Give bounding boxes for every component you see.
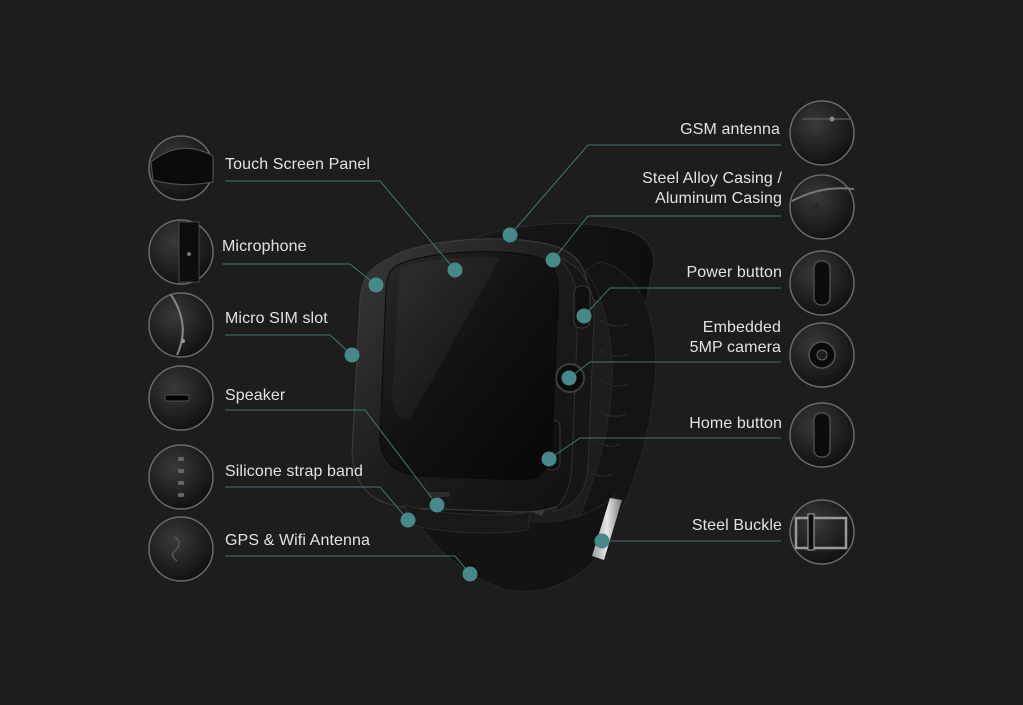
label-touch-screen-panel: Touch Screen Panel [225, 156, 371, 173]
leader-line-micro-sim [225, 334, 353, 356]
leader-line-gsm-antenna [509, 144, 781, 236]
thumbnail-circle [789, 100, 855, 166]
thumbnail-circle [789, 174, 855, 240]
feature-thumbnails [148, 100, 855, 582]
thumbnail-left-1 [148, 219, 214, 285]
thumbnail-circle [148, 444, 214, 510]
leader-line-microphone [222, 263, 377, 286]
label-steel-alloy-casing: Steel Alloy Casing / [642, 170, 782, 187]
label-embedded: Embedded [702, 319, 781, 336]
thumbnail-left-2 [148, 292, 214, 358]
label-microphone: Microphone [222, 238, 307, 255]
leader-line-touch-screen [225, 180, 456, 271]
callout-dot-buckle [594, 533, 610, 549]
speaker-grille [428, 492, 450, 497]
callout-dot-casing [545, 252, 561, 268]
speaker-icon [164, 394, 190, 402]
leader-line-home-button [548, 437, 781, 460]
camera-icon [808, 341, 836, 369]
microphone-icon [178, 221, 200, 283]
thumbnail-right-1 [789, 174, 855, 240]
callout-dot-strap-band [400, 512, 416, 528]
label-micro-sim-slot: Micro SIM slot [225, 310, 328, 327]
thumbnail-right-3 [789, 322, 855, 388]
callout-dot-gps-wifi [462, 566, 478, 582]
thumbnail-left-4 [148, 444, 214, 510]
screen-glare [392, 257, 500, 420]
label-5mp-camera: 5MP camera [689, 339, 781, 356]
sim-slot-icon [170, 294, 185, 356]
label-silicone-strap-band: Silicone strap band [225, 463, 363, 480]
thumbnail-circle [789, 499, 855, 565]
thumbnail-left-5 [148, 516, 214, 582]
label-power-button: Power button [686, 264, 782, 281]
callout-dots [344, 227, 610, 582]
leader-line-casing [552, 215, 781, 261]
label-aluminum-casing: Aluminum Casing [655, 190, 782, 207]
leader-lines [222, 144, 781, 575]
label-gsm-antenna: GSM antenna [680, 121, 780, 138]
watch-screen [379, 251, 559, 481]
thumbnail-right-4 [789, 402, 855, 468]
leader-line-speaker [225, 409, 438, 506]
home-button-icon [813, 412, 831, 458]
leader-line-power-button [583, 287, 781, 317]
screen-panel-icon [150, 147, 214, 186]
thumbnail-circle [148, 516, 214, 582]
label-steel-buckle: Steel Buckle [691, 517, 782, 534]
antenna-icon [171, 536, 180, 562]
gsm-antenna-icon [802, 116, 852, 122]
callout-dot-power-button [576, 308, 592, 324]
thumbnail-right-2 [789, 250, 855, 316]
callout-dot-home-button [541, 451, 557, 467]
callout-dot-micro-sim [344, 347, 360, 363]
thumbnail-left-0 [148, 135, 214, 201]
strap-band-icon [178, 457, 184, 497]
smartwatch-illustration [351, 223, 657, 592]
callout-dot-camera [561, 370, 577, 386]
callout-dot-speaker [429, 497, 445, 513]
thumbnail-left-3 [148, 365, 214, 431]
leader-line-camera [568, 361, 781, 379]
callout-dot-touch-screen [447, 262, 463, 278]
casing-icon [791, 187, 855, 215]
thumbnail-right-5 [789, 499, 855, 565]
power-button-icon [813, 260, 831, 306]
thumbnail-circle [148, 292, 214, 358]
label-gps-wifi-antenna: GPS & Wifi Antenna [225, 532, 370, 549]
thumbnail-right-0 [789, 100, 855, 166]
label-home-button: Home button [689, 415, 782, 432]
leader-line-strap-band [225, 486, 409, 521]
leader-line-gps-wifi [225, 555, 471, 575]
buckle-icon [794, 513, 848, 551]
callout-dot-gsm-antenna [502, 227, 518, 243]
label-speaker: Speaker [225, 387, 286, 404]
callout-dot-microphone [368, 277, 384, 293]
